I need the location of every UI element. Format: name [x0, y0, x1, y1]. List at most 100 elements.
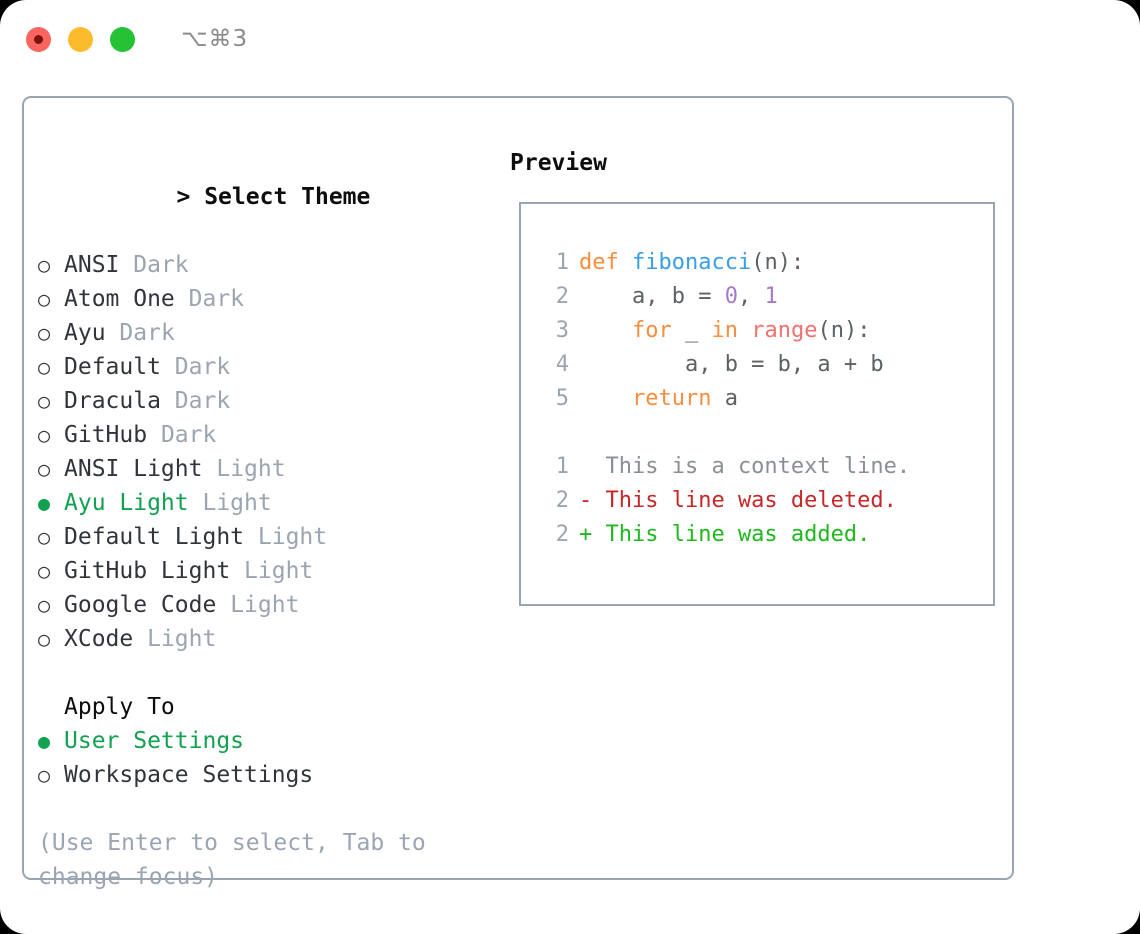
label-gap: [133, 622, 147, 656]
selection-pane: > Select Theme ○ANSI Dark○Atom One Dark○…: [24, 98, 504, 890]
theme-option-variant: Light: [230, 592, 300, 618]
theme-option-label: ANSI Light: [64, 456, 203, 482]
select-theme-title: Select Theme: [204, 184, 371, 210]
line-number: 4: [555, 352, 569, 377]
theme-option-variant: Dark: [188, 286, 245, 312]
label-gap: [119, 248, 133, 282]
token-kw: return: [631, 386, 712, 411]
preview-heading: Preview: [510, 150, 607, 176]
radio-unselected-icon: ○: [38, 287, 51, 311]
code-line: 5 return a: [535, 382, 993, 416]
code-line: 3 for _ in range(n):: [535, 314, 993, 348]
code-line-content: for _ in range(n):: [579, 314, 870, 348]
token-kw: def: [579, 250, 632, 275]
theme-option-label: XCode: [64, 626, 134, 652]
theme-option-label: Ayu Light: [64, 490, 189, 516]
label-gap: [202, 452, 216, 486]
theme-option-variant: Dark: [119, 320, 175, 346]
theme-option-github-light[interactable]: ○GitHub Light Light: [38, 554, 504, 588]
radio-selected-icon: ●: [38, 491, 51, 515]
theme-option-google-code[interactable]: ○ Google Code Light: [38, 588, 504, 622]
theme-option-dracula[interactable]: ○ Dracula Dark: [38, 384, 504, 418]
theme-option-atom-one[interactable]: ○Atom One Dark: [38, 282, 504, 316]
theme-option-label: GitHub Light: [64, 558, 231, 584]
token-var: a, b =: [579, 284, 725, 309]
traffic-lights: [26, 26, 135, 52]
keyboard-shortcut-label: ⌥⌘3: [181, 26, 249, 52]
theme-option-label: Dracula: [64, 388, 161, 414]
label-gap: [147, 418, 161, 452]
line-number: 1: [555, 454, 569, 479]
maximize-button[interactable]: [110, 26, 135, 52]
line-number: 2: [555, 284, 569, 309]
radio-unselected-icon: ○: [38, 253, 51, 277]
theme-option-variant: Light: [147, 626, 217, 652]
theme-picker-card: > Select Theme ○ANSI Dark○Atom One Dark○…: [22, 96, 1014, 890]
radio-selected-icon: ●: [38, 729, 51, 753]
line-number: 5: [555, 386, 569, 411]
theme-option-variant: Dark: [174, 388, 231, 414]
diff-line-content: This is a context line.: [579, 454, 911, 479]
theme-option-default[interactable]: ○Default Dark: [38, 350, 504, 384]
label-gap: [216, 588, 230, 622]
token-var: _: [671, 318, 712, 343]
theme-option-label: Ayu: [64, 320, 106, 346]
apply-option-workspace-settings[interactable]: ○Workspace Settings: [38, 758, 504, 792]
theme-option-ansi[interactable]: ○ANSI Dark: [38, 248, 504, 282]
apply-option-label: User Settings: [64, 728, 245, 754]
radio-unselected-icon: ○: [38, 525, 51, 549]
diff-line-ctx: 1 This is a context line.: [535, 450, 993, 484]
apply-option-user-settings[interactable]: ● User Settings: [38, 724, 504, 758]
theme-option-variant: Light: [244, 558, 314, 584]
token-kw: for: [631, 318, 672, 343]
radio-unselected-icon: ○: [38, 321, 51, 345]
token-var: [579, 386, 632, 411]
token-var: [738, 318, 751, 343]
line-number: 2: [555, 522, 569, 547]
theme-option-ayu[interactable]: ○ Ayu Dark: [38, 316, 504, 350]
token-var: a: [711, 386, 738, 411]
code-line-content: def fibonacci(n):: [579, 246, 804, 280]
title-bar: ⌥⌘3: [0, 0, 1140, 78]
theme-option-variant: Dark: [133, 252, 189, 278]
label-gap: [244, 520, 258, 554]
theme-option-ansi-light[interactable]: ○ANSI Light Light: [38, 452, 504, 486]
theme-option-label: Default Light: [64, 524, 245, 550]
theme-option-variant: Dark: [174, 354, 231, 380]
token-var: [579, 318, 632, 343]
theme-list: ○ANSI Dark○Atom One Dark○Ayu Dark○Defaul…: [38, 248, 504, 656]
token-punc: (n):: [751, 250, 805, 275]
label-gap: [106, 316, 120, 350]
radio-unselected-icon: ○: [38, 355, 51, 379]
theme-option-github[interactable]: ○GitHub Dark: [38, 418, 504, 452]
token-num: 0: [724, 284, 738, 309]
select-theme-heading: > Select Theme: [38, 146, 504, 248]
theme-option-default-light[interactable]: ○Default Light Light: [38, 520, 504, 554]
theme-option-xcode[interactable]: ○XCode Light: [38, 622, 504, 656]
label-gap: [161, 350, 175, 384]
close-button[interactable]: [26, 26, 51, 52]
code-diff-separator: [535, 416, 993, 450]
token-num: 1: [764, 284, 778, 309]
radio-unselected-icon: ○: [38, 423, 51, 447]
code-line-content: return a: [579, 382, 738, 416]
token-punc: ,: [737, 284, 765, 309]
apply-to-list: ● User Settings ○Workspace Settings: [38, 724, 504, 792]
label-gap: [161, 384, 175, 418]
list-spacer: [38, 656, 504, 690]
theme-option-ayu-light[interactable]: ●Ayu Light Light: [38, 486, 504, 520]
radio-unselected-icon: ○: [38, 593, 51, 617]
theme-option-variant: Dark: [160, 422, 217, 448]
token-var: a, b = b, a + b: [579, 352, 884, 377]
label-gap: [175, 282, 189, 316]
radio-unselected-icon: ○: [38, 389, 51, 413]
theme-option-label: Google Code: [64, 592, 217, 618]
token-punc: (n):: [817, 318, 871, 343]
token-fn: fibonacci: [631, 250, 752, 275]
help-hint-text: (Use Enter to select, Tab to change focu…: [38, 830, 426, 890]
minimize-button[interactable]: [68, 26, 93, 52]
diff-line-content: + This line was added.: [579, 522, 871, 547]
